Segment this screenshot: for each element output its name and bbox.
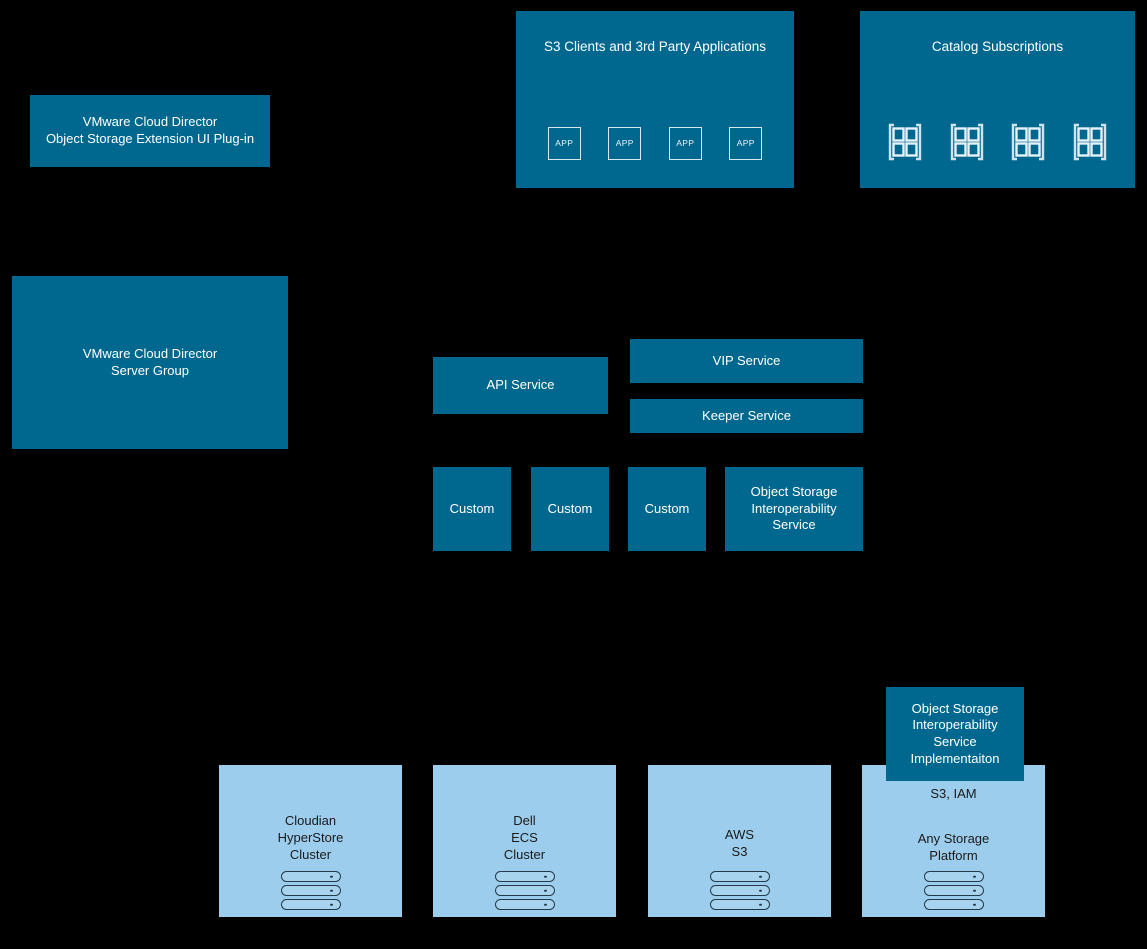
server-stack-bar bbox=[494, 885, 555, 896]
storage-platform-label: AWS S3 bbox=[724, 827, 755, 859]
custom-service-box-1[interactable]: Custom bbox=[433, 467, 511, 551]
server-stack-bar bbox=[494, 899, 555, 910]
server-stack-bar bbox=[923, 871, 984, 882]
server-stack-bar bbox=[280, 885, 341, 896]
server-stack-bar bbox=[923, 885, 984, 896]
app-icon[interactable]: APP bbox=[668, 126, 702, 160]
storage-platform-label: Dell ECS Cluster bbox=[503, 813, 546, 862]
storage-platform-label: Any Storage Platform bbox=[917, 831, 990, 863]
s3-clients-panel-title: S3 Clients and 3rd Party Applications bbox=[543, 39, 767, 54]
server-stack-icon bbox=[219, 871, 402, 910]
catalog-grid-icon[interactable] bbox=[950, 122, 984, 162]
custom-service-box-2[interactable]: Custom bbox=[531, 467, 609, 551]
storage-platform-box-dell-ecs[interactable]: Dell ECS Cluster bbox=[433, 765, 616, 917]
storage-platform-box-cloudian[interactable]: Cloudian HyperStore Cluster bbox=[219, 765, 402, 917]
server-stack-icon bbox=[648, 871, 831, 910]
server-stack-bar bbox=[494, 871, 555, 882]
vcd-ui-plugin-box[interactable]: VMware Cloud Director Object Storage Ext… bbox=[30, 95, 270, 167]
catalog-icon-row bbox=[860, 121, 1135, 163]
object-storage-interoperability-service-implementation-box[interactable]: Object Storage Interoperability Service … bbox=[886, 687, 1024, 781]
catalog-subscriptions-panel-title: Catalog Subscriptions bbox=[931, 39, 1064, 54]
object-storage-interoperability-service-box[interactable]: Object Storage Interoperability Service bbox=[725, 467, 863, 551]
app-icon[interactable]: APP bbox=[547, 126, 581, 160]
server-stack-bar bbox=[923, 899, 984, 910]
custom-service-box-3[interactable]: Custom bbox=[628, 467, 706, 551]
app-icon[interactable]: APP bbox=[729, 126, 763, 160]
vip-service-box[interactable]: VIP Service bbox=[630, 339, 863, 383]
server-stack-bar bbox=[280, 871, 341, 882]
server-stack-bar bbox=[280, 899, 341, 910]
storage-platform-protocols-label: S3, IAM bbox=[930, 786, 977, 801]
catalog-subscriptions-panel[interactable]: Catalog Subscriptions bbox=[860, 11, 1135, 188]
server-stack-bar bbox=[709, 899, 770, 910]
vcd-server-group-box[interactable]: VMware Cloud Director Server Group bbox=[12, 276, 288, 449]
server-stack-bar bbox=[709, 871, 770, 882]
s3-clients-panel[interactable]: S3 Clients and 3rd Party Applications AP… bbox=[516, 11, 794, 188]
s3-clients-app-icons: APP APP APP APP bbox=[516, 125, 794, 161]
keeper-service-box[interactable]: Keeper Service bbox=[630, 399, 863, 433]
server-stack-bar bbox=[709, 885, 770, 896]
api-service-box[interactable]: API Service bbox=[433, 357, 608, 414]
server-stack-icon bbox=[433, 871, 616, 910]
server-stack-icon bbox=[862, 871, 1045, 910]
storage-platform-box-any-storage[interactable]: S3, IAM Any Storage Platform bbox=[862, 765, 1045, 917]
storage-platform-box-aws-s3[interactable]: AWS S3 bbox=[648, 765, 831, 917]
catalog-grid-icon[interactable] bbox=[1073, 122, 1107, 162]
app-icon[interactable]: APP bbox=[608, 126, 642, 160]
catalog-grid-icon[interactable] bbox=[888, 122, 922, 162]
catalog-grid-icon[interactable] bbox=[1011, 122, 1045, 162]
storage-platform-label: Cloudian HyperStore Cluster bbox=[277, 813, 344, 862]
